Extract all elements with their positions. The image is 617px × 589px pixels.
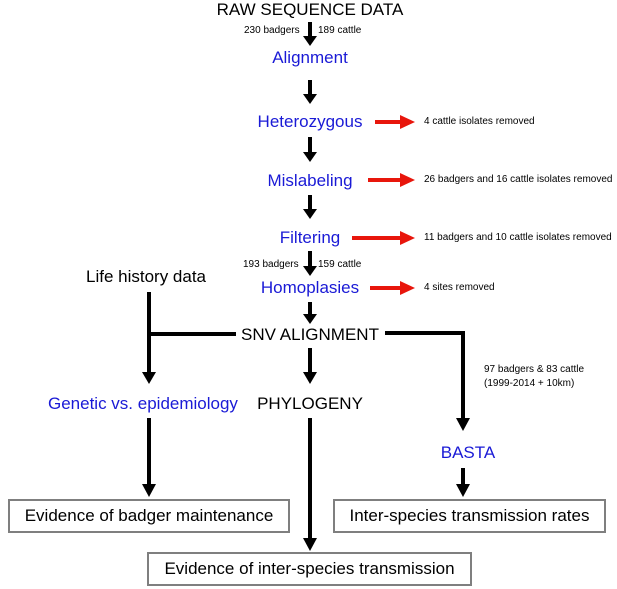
step-filtering: Filtering (279, 228, 341, 247)
red-arrowhead-heterozygous (400, 115, 415, 129)
red-arrowhead-homoplasies (400, 281, 415, 295)
connector-snv-to-basta (385, 331, 465, 420)
filtered-badger-count: 193 badgers (243, 259, 299, 270)
outcome-interspecies-rates: Inter-species transmission rates (333, 499, 606, 533)
arrowhead-lifehistory-down (142, 372, 156, 384)
arrowhead-genetic-to-maintenance (142, 484, 156, 497)
arrowhead-basta-to-rates (456, 484, 470, 497)
step-mislabeling: Mislabeling (267, 171, 353, 190)
red-arrowhead-filtering (400, 231, 415, 245)
arrowhead-mislabeling-to-filtering (303, 209, 317, 219)
arrowhead-snv-to-phylogeny (303, 372, 317, 384)
removal-heterozygous: 4 cattle isolates removed (424, 116, 535, 127)
removal-homoplasies: 4 sites removed (424, 282, 495, 293)
subset-note-line1: 97 badgers & 83 cattle (484, 364, 585, 375)
arrowhead-homoplasies-to-snv (303, 314, 317, 324)
phylogeny-label: PHYLOGENY (257, 394, 363, 413)
arrowhead-phylogeny-to-transmission (303, 538, 317, 551)
arrowhead-alignment-to-heterozygous (303, 94, 317, 104)
removal-filtering: 11 badgers and 10 cattle isolates remove… (424, 232, 612, 243)
arrowhead-snv-to-basta (456, 418, 470, 431)
input-badger-count: 230 badgers (244, 25, 300, 36)
red-arrowhead-mislabeling (400, 173, 415, 187)
step-heterozygous: Heterozygous (257, 112, 363, 131)
input-cattle-count: 189 cattle (318, 25, 362, 36)
step-alignment: Alignment (272, 48, 348, 67)
genetic-vs-epidemiology-label: Genetic vs. epidemiology (48, 394, 238, 413)
outcome-badger-maintenance: Evidence of badger maintenance (8, 499, 290, 533)
filtered-cattle-count: 159 cattle (318, 259, 362, 270)
outcome-interspecies-transmission: Evidence of inter-species transmission (147, 552, 472, 586)
basta-label: BASTA (440, 443, 496, 462)
arrowhead-filtering-to-homoplasies (303, 266, 317, 276)
subset-note-line2: (1999-2014 + 10km) (484, 378, 575, 389)
step-homoplasies: Homoplasies (260, 278, 360, 297)
snv-alignment-label: SNV ALIGNMENT (241, 325, 379, 344)
removal-mislabeling: 26 badgers and 16 cattle isolates remove… (424, 174, 613, 185)
arrowhead-heterozygous-to-mislabeling (303, 152, 317, 162)
arrowhead-raw-to-alignment (303, 36, 317, 46)
raw-sequence-title: RAW SEQUENCE DATA (216, 0, 404, 19)
life-history-label: Life history data (86, 267, 207, 286)
